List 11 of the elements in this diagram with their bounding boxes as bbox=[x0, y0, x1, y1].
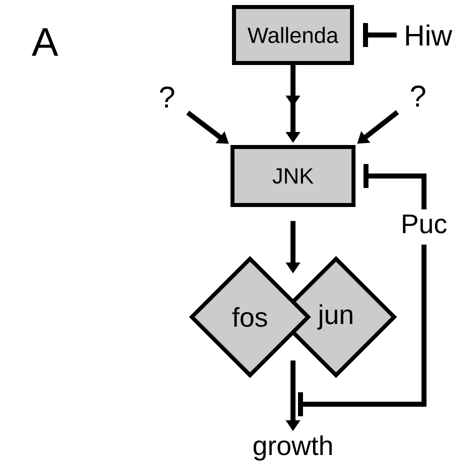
gene-label: Puc bbox=[402, 214, 447, 234]
process-box: Wallenda bbox=[232, 5, 354, 65]
inhibition-line bbox=[298, 244, 426, 416]
question-mark: ? bbox=[160, 86, 174, 108]
panel-letter: A bbox=[32, 28, 58, 56]
outcome-label: growth bbox=[254, 435, 332, 461]
gene-label: Hiw bbox=[406, 24, 452, 46]
inhibition-line bbox=[363, 23, 397, 47]
process-box: JNK bbox=[230, 145, 356, 207]
question-mark: ? bbox=[410, 86, 426, 106]
inhibition-line bbox=[364, 164, 426, 210]
